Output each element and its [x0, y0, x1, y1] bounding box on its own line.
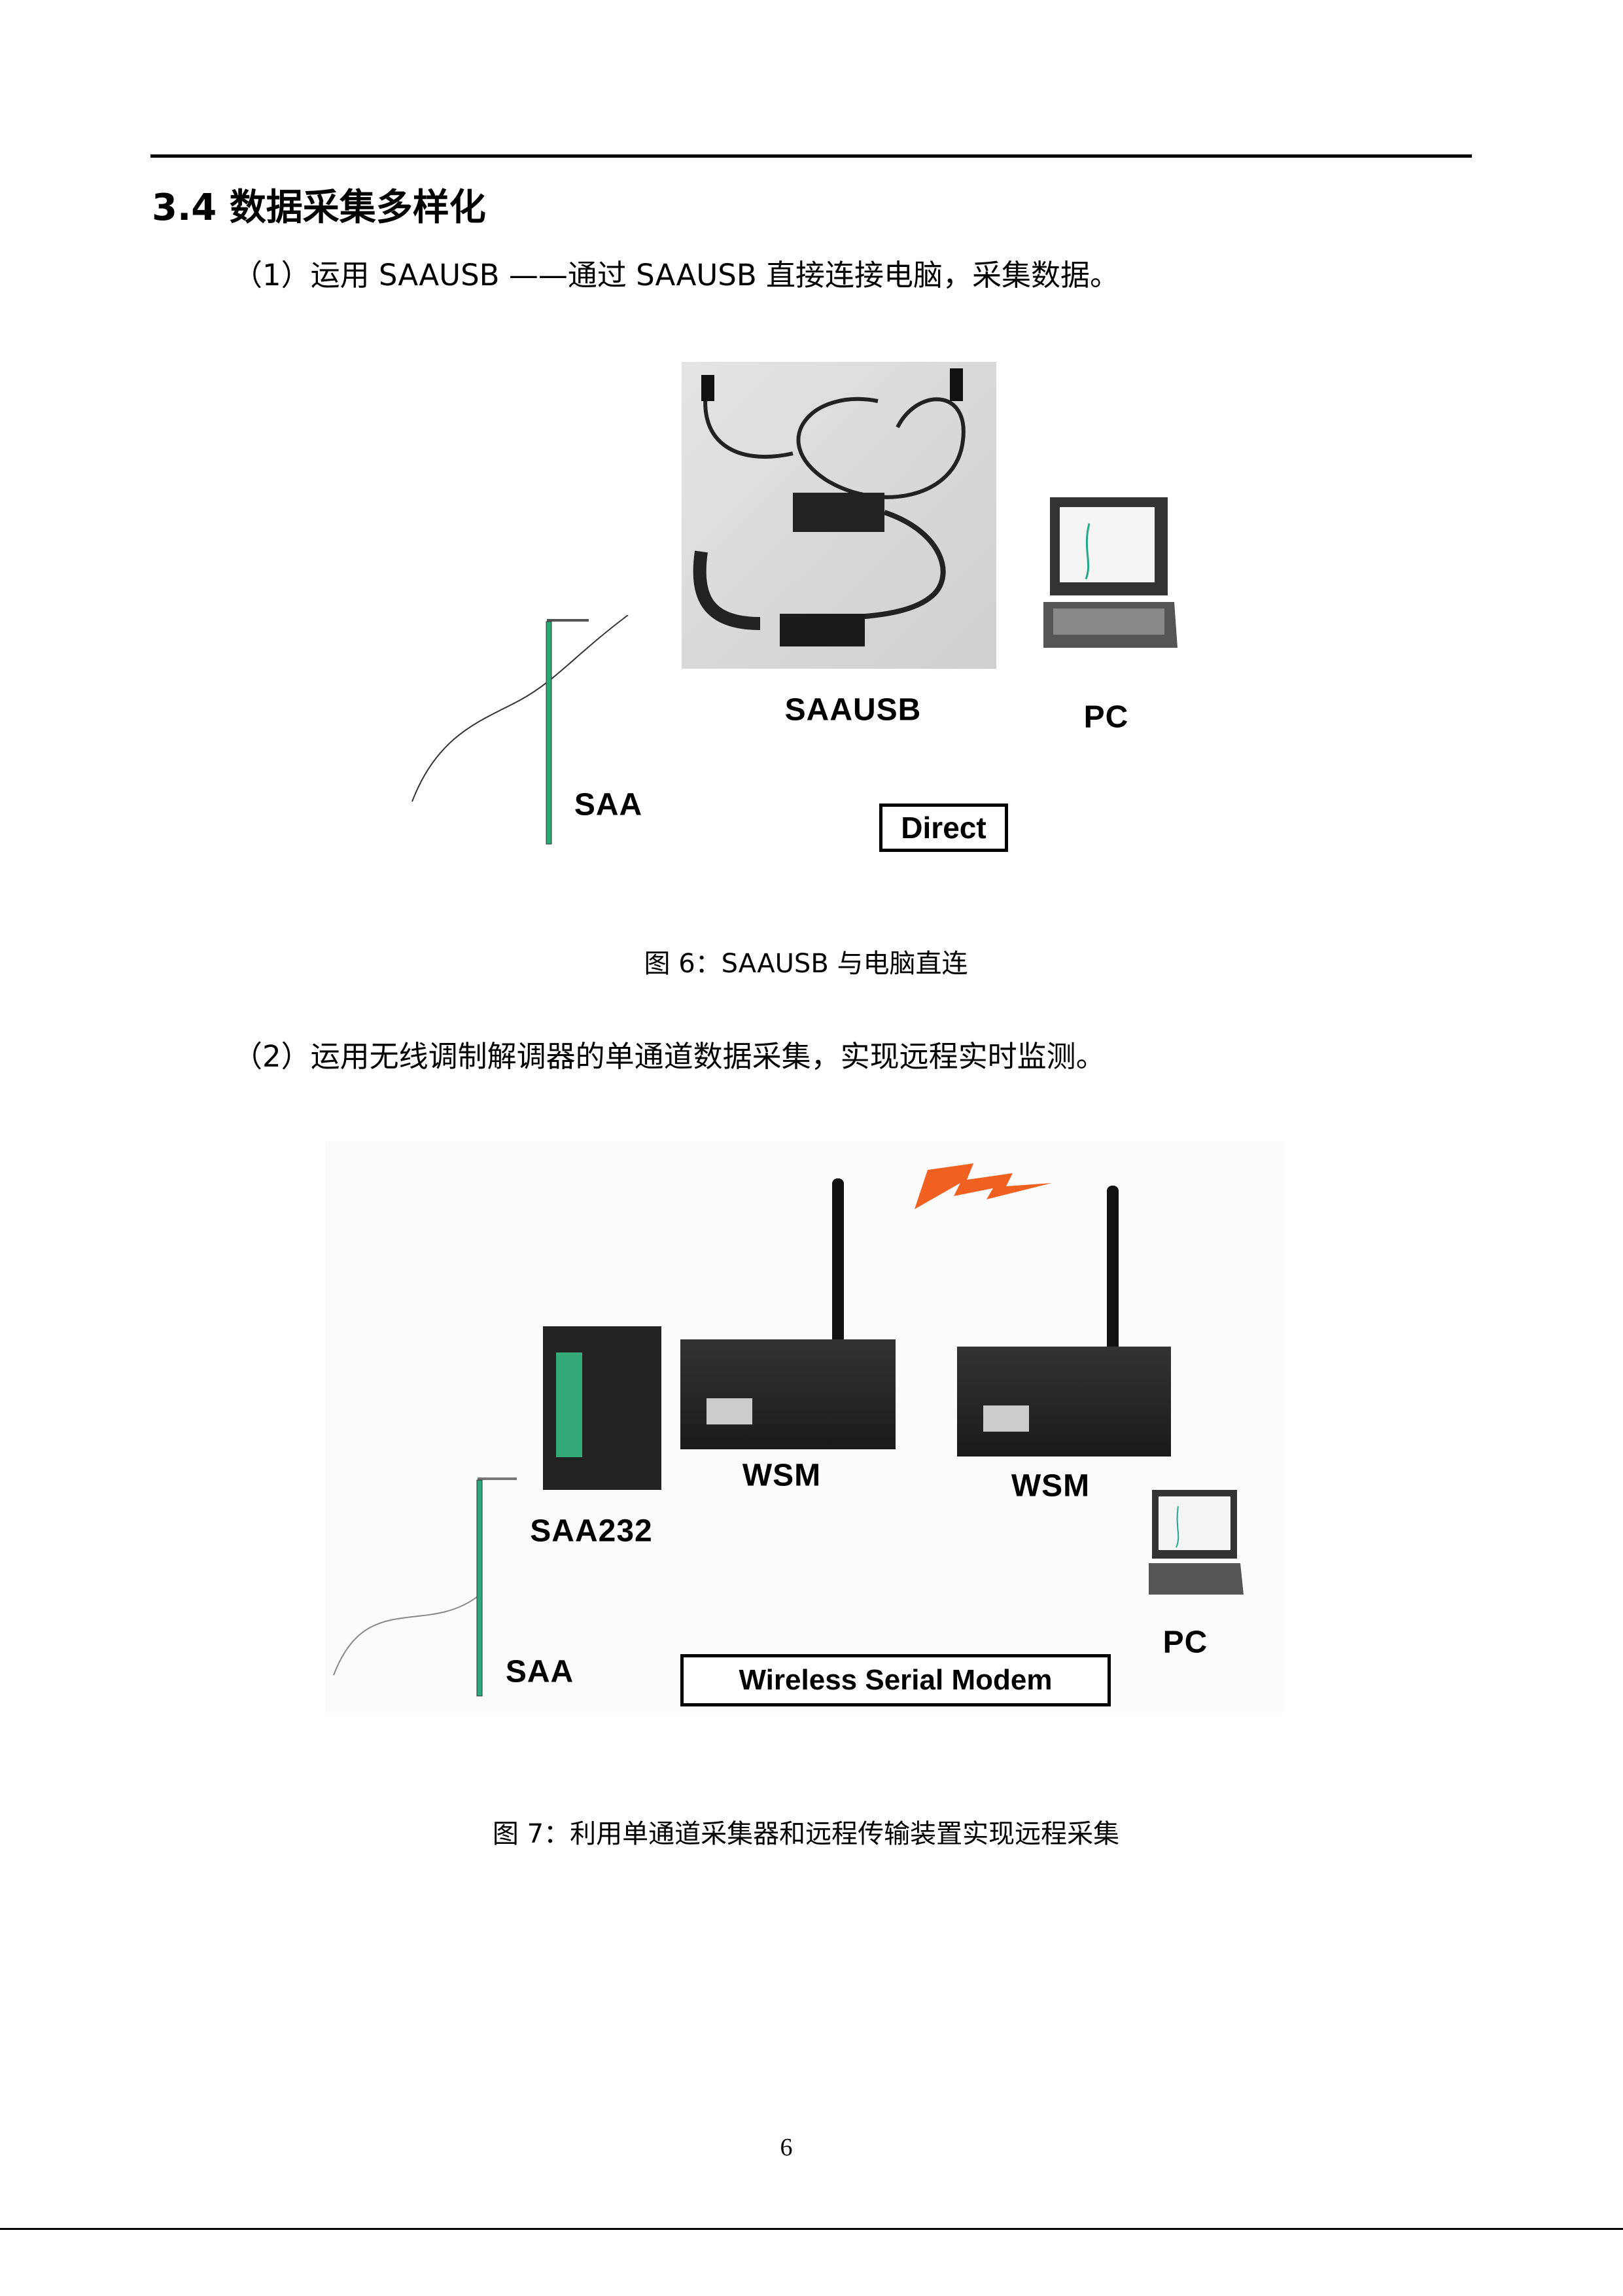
pc-label: PC — [1083, 699, 1129, 735]
laptop-pc-icon-2 — [1149, 1490, 1244, 1607]
saausb-label: SAAUSB — [784, 692, 922, 728]
laptop-pc-icon — [1043, 497, 1178, 666]
wsm-device-1 — [680, 1339, 896, 1449]
saa-label-2: SAA — [505, 1654, 574, 1689]
saa-label: SAA — [574, 787, 643, 822]
footer-rule — [0, 2228, 1623, 2230]
lightning-icon — [915, 1163, 1052, 1209]
usb-cable-illustration — [693, 368, 966, 646]
wsm-label-2: WSM — [1011, 1468, 1091, 1504]
header-rule — [150, 154, 1472, 158]
wsm-label-1: WSM — [742, 1458, 822, 1493]
saa-sensor-array-icon-2 — [327, 1466, 523, 1701]
wsm-device-2 — [957, 1347, 1171, 1457]
pc-label-2: PC — [1162, 1625, 1208, 1660]
figure-6-caption: 图 6：SAAUSB 与电脑直连 — [644, 949, 968, 979]
saa-sensor-array-icon — [406, 614, 635, 851]
section-heading: 3.4 数据采集多样化 — [152, 186, 486, 229]
item-2-text: （2）运用无线调制解调器的单通道数据采集，实现远程实时监测。 — [233, 1039, 1106, 1074]
saausb-photo — [682, 362, 996, 669]
wireless-serial-modem-label-box: Wireless Serial Modem — [680, 1654, 1111, 1706]
saa232-device — [543, 1326, 661, 1490]
direct-label-box: Direct — [879, 804, 1008, 852]
figure-7-caption: 图 7：利用单通道采集器和远程传输装置实现远程采集 — [492, 1819, 1120, 1849]
page-number: 6 — [780, 2134, 793, 2161]
item-1-text: （1）运用 SAAUSB ——通过 SAAUSB 直接连接电脑，采集数据。 — [233, 258, 1120, 292]
saa232-label: SAA232 — [530, 1513, 653, 1549]
